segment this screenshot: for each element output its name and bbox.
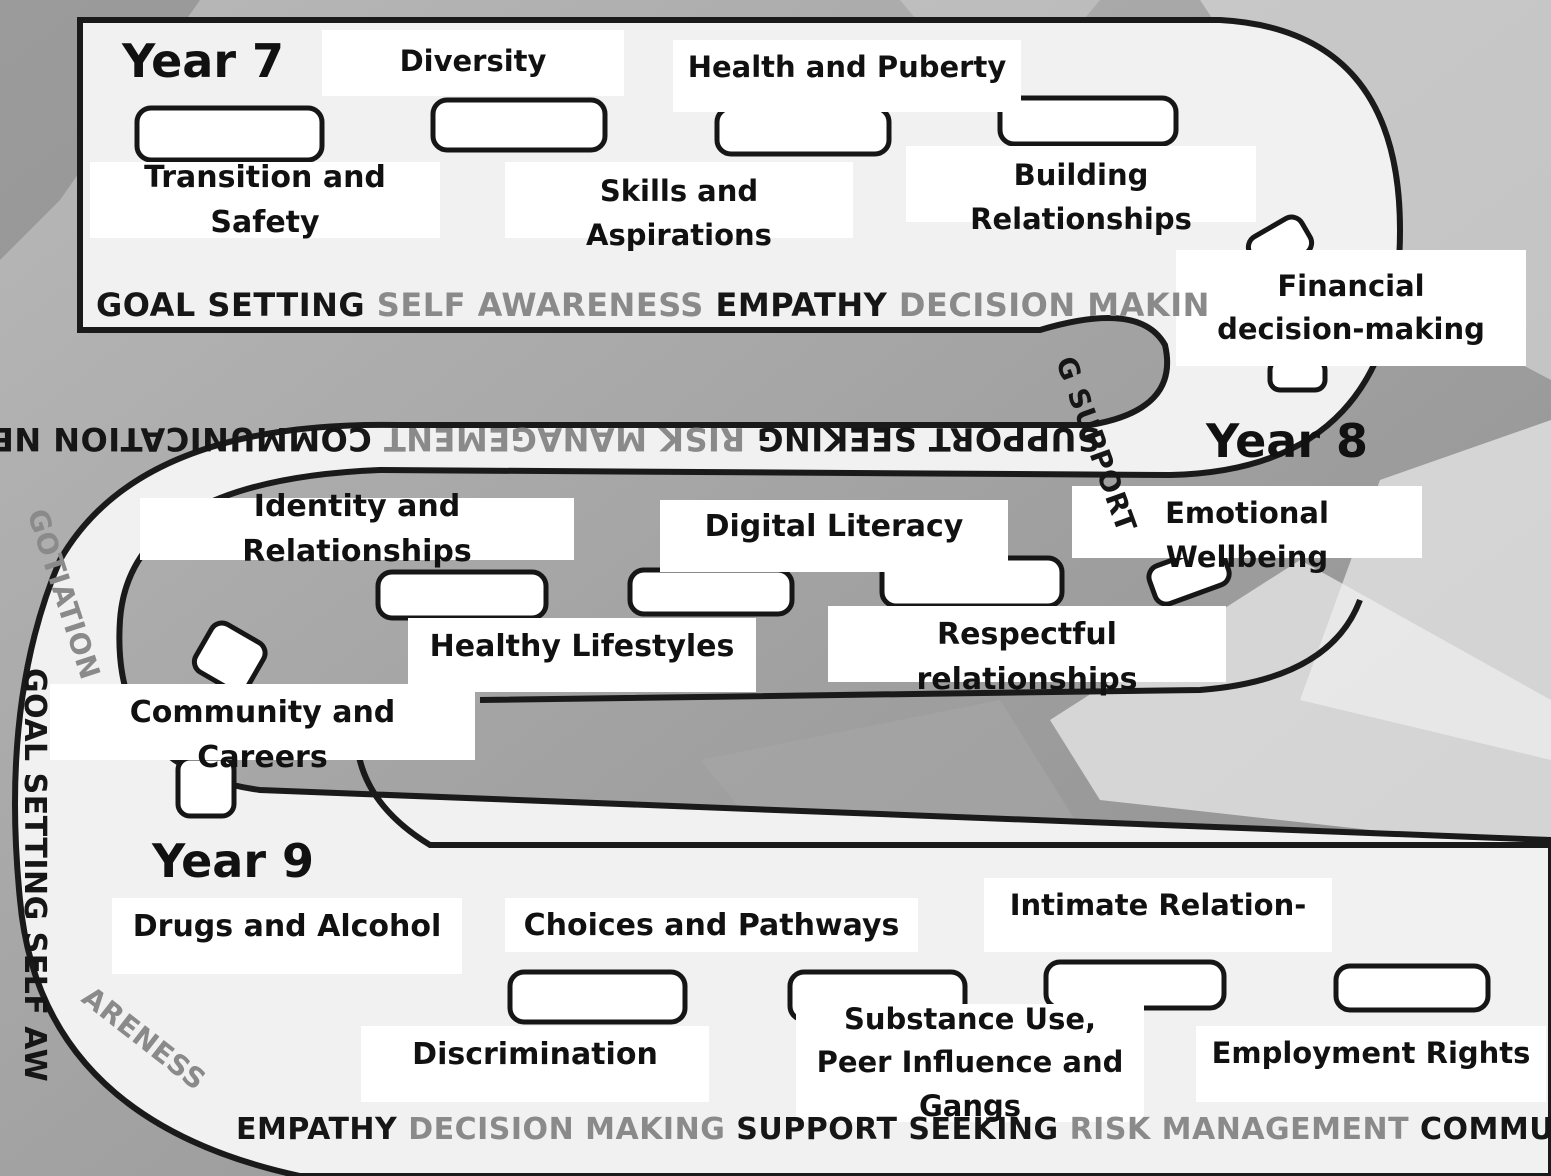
topic-emotional-wellbeing: Emotional Wellbeing	[1072, 486, 1422, 574]
year-9-heading: Year 9	[152, 834, 315, 888]
topic-building-relationships: Building Relationships	[906, 146, 1256, 236]
skills-band-bottom: EMPATHY DECISION MAKING SUPPORT SEEKING …	[236, 1112, 1551, 1147]
skill-goal-setting: GOAL SETTING	[96, 286, 366, 324]
skills-band-top: GOAL SETTING SELF AWARENESS EMPATHY DECI…	[96, 286, 1210, 324]
skill-left-goal-setting: GOAL SETTING SELF AW	[17, 668, 52, 1083]
topic-health-puberty: Health and Puberty	[673, 40, 1021, 112]
year-7-heading: Year 7	[122, 34, 285, 88]
topic-identity-relationships: Identity and Relationships	[140, 489, 574, 569]
topic-respectful-relationships: Respectful relationships	[828, 606, 1226, 697]
topic-financial-decision-making: Financial decision-making	[1176, 250, 1526, 366]
topic-skills-aspirations: Skills and Aspirations	[505, 162, 853, 252]
skill-bottom-empathy: EMPATHY	[236, 1112, 398, 1147]
skill-bottom-commun: COMMUN	[1420, 1112, 1551, 1147]
topic-diversity: Diversity	[322, 30, 624, 96]
topic-choices-pathways: Choices and Pathways	[505, 898, 918, 952]
skill-bottom-support-seeking: SUPPORT SEEKING	[736, 1112, 1059, 1147]
skills-band-middle: SUPPORT SEEKING RISK MANAGEMENT COMMUNIC…	[0, 420, 1100, 458]
year-8-heading: Year 8	[1206, 414, 1369, 468]
skill-empathy: EMPATHY	[715, 286, 888, 324]
skill-support-seeking-mid: SUPPORT SEEKING	[756, 420, 1100, 458]
topic-discrimination: Discrimination	[361, 1026, 709, 1102]
topic-drugs-alcohol: Drugs and Alcohol	[112, 898, 462, 974]
topic-substance-use: Substance Use, Peer Influence and Gangs	[796, 1002, 1144, 1123]
topic-intimate-relation: Intimate Relation-	[984, 878, 1332, 952]
skill-risk-management-mid: RISK MANAGEMENT	[383, 420, 746, 458]
skill-communication-mid: COMMUNICATION NE	[0, 420, 372, 458]
topic-healthy-lifestyles: Healthy Lifestyles	[408, 618, 756, 692]
topic-transition-safety: Transition and Safety	[90, 160, 440, 240]
skill-bottom-risk-management: RISK MANAGEMENT	[1069, 1112, 1410, 1147]
skill-bottom-decision-making: DECISION MAKING	[408, 1112, 726, 1147]
topic-employment-rights: Employment Rights	[1196, 1026, 1546, 1102]
topic-digital-literacy: Digital Literacy	[660, 500, 1008, 572]
skills-band-left: GOAL SETTING SELF AW	[17, 668, 52, 1082]
skill-self-awareness: SELF AWARENESS	[376, 286, 704, 324]
skill-decision-making: DECISION MAKIN	[898, 286, 1210, 324]
topic-community-careers: Community and Careers	[50, 684, 475, 775]
